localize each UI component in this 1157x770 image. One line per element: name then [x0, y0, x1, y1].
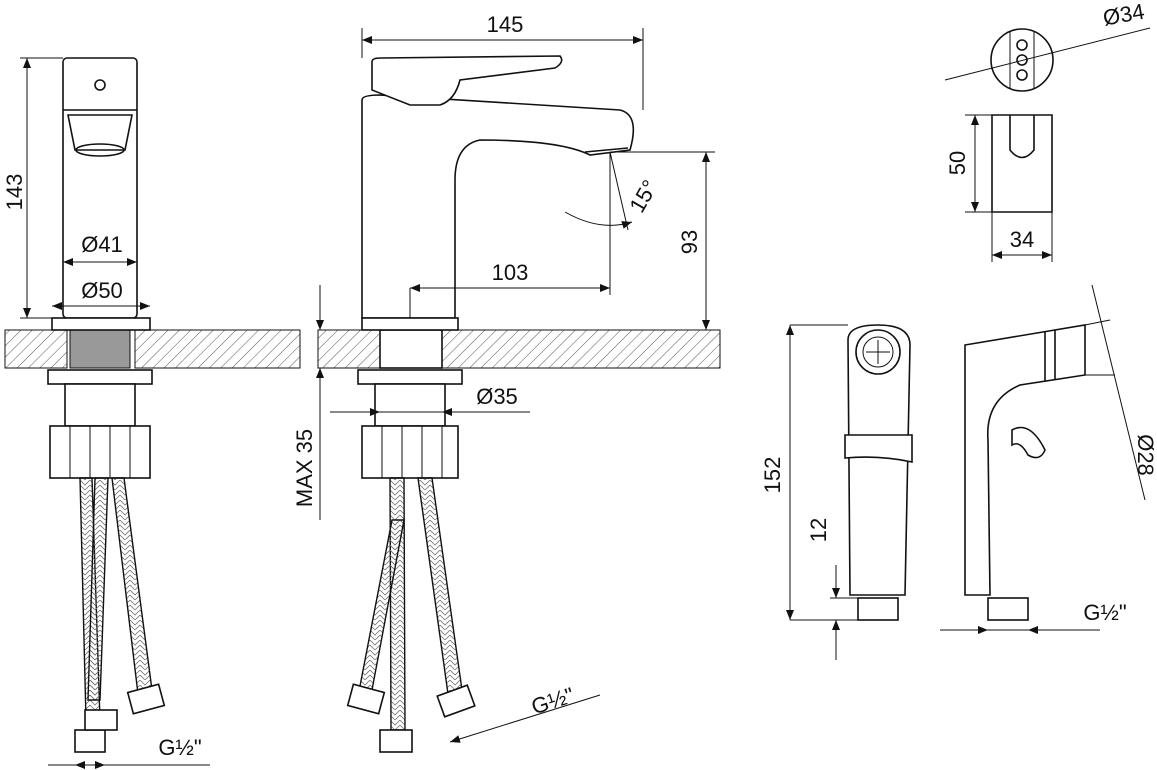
holder-width-label: 34 — [1010, 227, 1034, 252]
basin-mixer-side-view: 145 93 103 15° Ø35 MAX 35 G½" — [292, 12, 721, 753]
front-height-label: 143 — [2, 174, 27, 211]
side-thread-label: G½" — [528, 682, 577, 719]
shower-thread-label: G½" — [1083, 600, 1126, 625]
front-thread-label: G½" — [158, 735, 201, 760]
basin-mixer-front-view: 143 Ø41 Ø50 G½" — [2, 57, 301, 769]
shower-head-diameter-label: Ø28 — [1133, 434, 1157, 476]
holder-height-label: 50 — [945, 151, 970, 175]
shower-holder: Ø34 50 34 — [944, 0, 1151, 262]
front-base-diameter-label: Ø50 — [81, 278, 123, 303]
front-body-diameter-label: Ø41 — [81, 232, 123, 257]
side-angle-label: 15° — [624, 176, 662, 217]
side-hole-diameter-label: Ø35 — [476, 384, 518, 409]
side-spout-height-label: 93 — [677, 230, 702, 254]
side-max-thickness-label: MAX 35 — [292, 429, 317, 507]
shower-length-label: 152 — [760, 457, 785, 494]
side-length-label: 145 — [487, 12, 524, 37]
side-spout-reach-label: 103 — [492, 260, 529, 285]
holder-diameter-label: Ø34 — [1101, 0, 1146, 31]
hand-shower: 152 12 G½" Ø28 — [760, 284, 1157, 660]
shower-thread-length-label: 12 — [806, 518, 831, 542]
